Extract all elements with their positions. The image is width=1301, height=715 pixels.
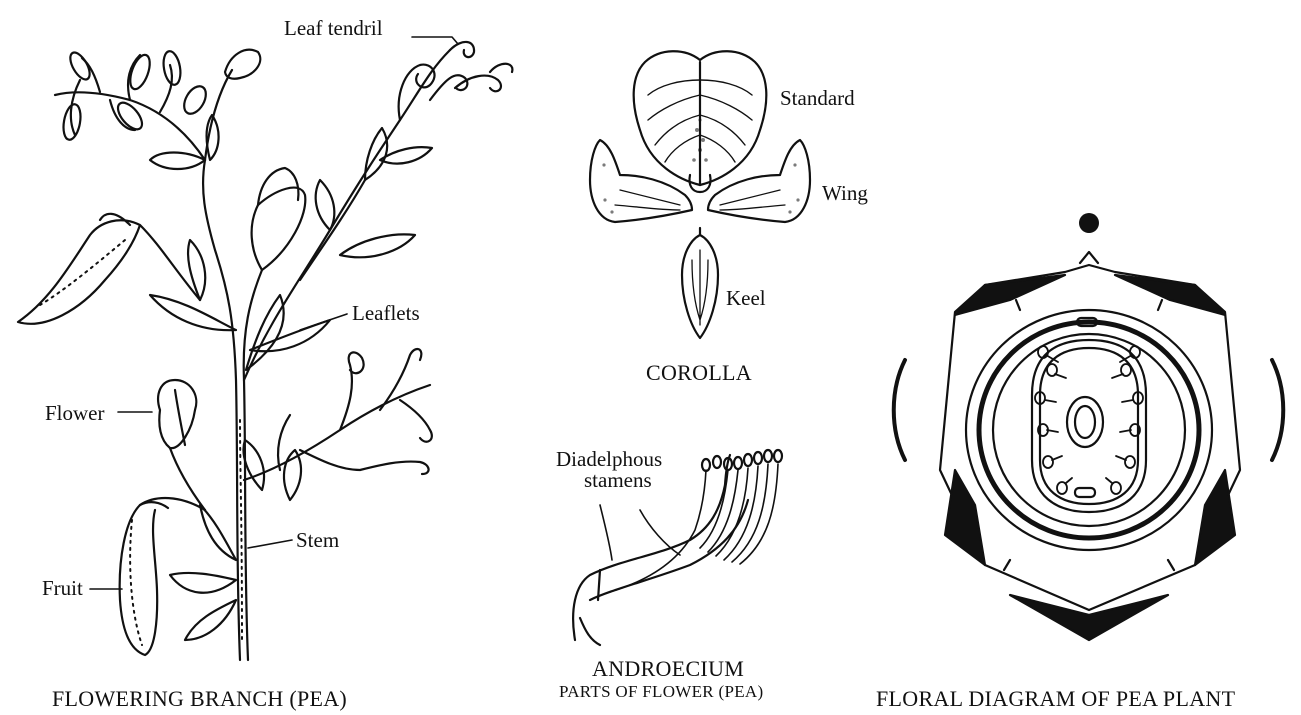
pea-branch-drawing [18,37,512,660]
caption-androecium: ANDROECIUM [592,658,744,680]
main-stem [203,160,240,660]
label-stem: Stem [296,530,339,551]
leader-leaf-tendril [412,37,458,44]
pea-pod-upper [18,220,200,324]
corolla-drawing [590,51,810,338]
caption-parts-of-flower: PARTS OF FLOWER (PEA) [559,683,763,700]
label-diadelphous: Diadelphous [556,449,662,470]
label-stamens: stamens [584,470,652,491]
floral-diagram-drawing [894,213,1284,640]
label-wing: Wing [822,183,868,204]
mother-axis [1079,213,1099,233]
label-flower: Flower [45,403,105,424]
leader-stem [248,540,292,548]
label-keel: Keel [726,288,766,309]
label-standard: Standard [780,88,855,109]
label-leaf-tendril: Leaf tendril [284,18,383,39]
leader-diadelphous [600,505,680,560]
label-leaflets: Leaflets [352,303,420,324]
label-fruit: Fruit [42,578,83,599]
caption-floral-diagram: FLORAL DIAGRAM OF PEA PLANT [876,688,1235,710]
caption-flowering-branch: FLOWERING BRANCH (PEA) [52,688,347,710]
caption-corolla: COROLLA [646,362,752,384]
pea-flower [158,380,196,448]
